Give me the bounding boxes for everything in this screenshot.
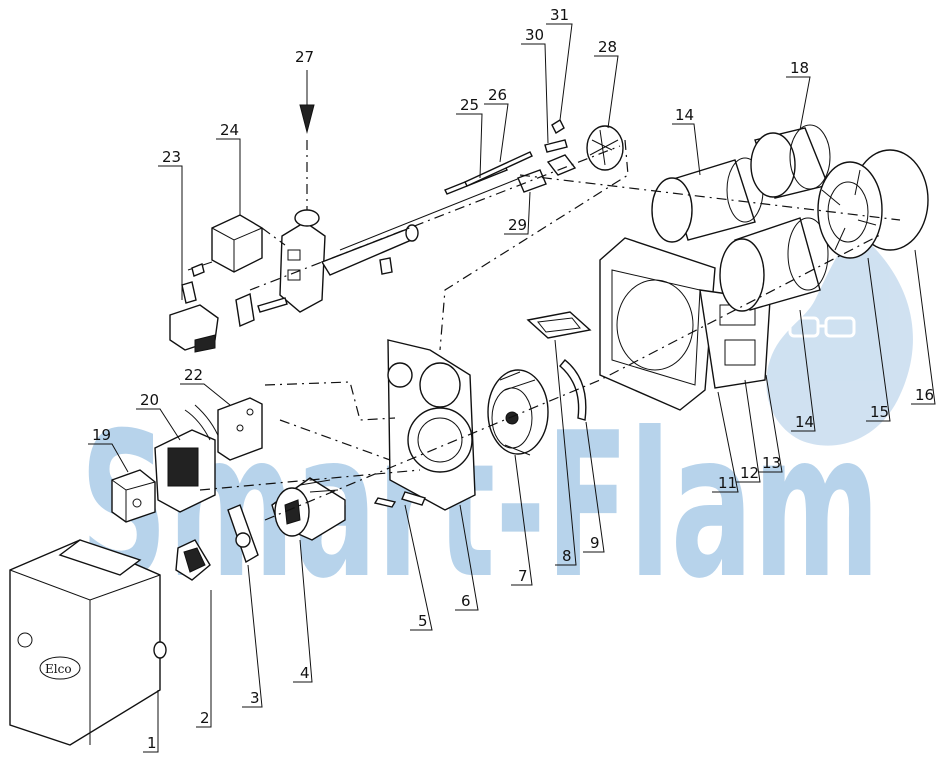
part-3-coupling [227,504,259,564]
label-29: 29 [508,216,527,234]
label-14-lower: 14 [795,413,814,431]
label-20: 20 [140,391,159,409]
label-27: 27 [295,48,314,66]
part-18-ring [750,124,831,199]
part-22-bracket [217,397,263,461]
part-25-26-electrodes [444,151,533,195]
part-19-box [111,469,156,523]
part-nozzle-line [279,177,521,313]
label-7: 7 [518,567,528,585]
callout-labels: 1 2 3 4 5 6 7 8 9 11 12 13 14 14 15 16 1… [88,6,936,753]
part-2-bracket [175,539,211,581]
label-3: 3 [250,689,260,707]
label-6: 6 [461,592,471,610]
part-6-baseplate [387,339,476,511]
part-5-pins [373,491,426,508]
label-11: 11 [718,474,737,492]
label-9: 9 [590,534,600,552]
label-19: 19 [92,426,111,444]
part-8-plate [526,311,592,339]
watermark-text: Smart-Flam [80,390,880,623]
label-15: 15 [870,403,889,421]
label-18: 18 [790,59,809,77]
part-4-motor [271,477,346,541]
label-1: 1 [147,734,157,752]
label-16: 16 [915,386,934,404]
flame-glasses-icon [766,230,913,446]
label-5: 5 [418,612,428,630]
label-8: 8 [562,547,572,565]
part-24-ignition [187,214,263,277]
part-14-tube-upper [651,157,764,243]
part-27-inlet-arrow [299,70,315,134]
label-14-upper: 14 [675,106,694,124]
part-28-diffuser [586,125,624,171]
label-31: 31 [550,6,569,24]
label-4: 4 [300,664,310,682]
part-9-flap [559,359,587,421]
part-housing [599,237,771,411]
part-23-connector [169,281,219,353]
label-25: 25 [460,96,479,114]
label-22: 22 [184,366,203,384]
label-28: 28 [598,38,617,56]
part-7-fan [487,369,549,456]
label-30: 30 [525,26,544,44]
label-12: 12 [740,464,759,482]
assembly-axis-lines [199,139,901,521]
label-23: 23 [162,148,181,166]
part-photocell [235,293,288,327]
label-24: 24 [220,121,239,139]
part-20-control [154,404,221,513]
cover-logo: Elco [45,662,72,676]
part-1-cover: Elco [9,539,167,746]
label-13: 13 [762,454,781,472]
label-26: 26 [488,86,507,104]
part-30-31-small [544,118,577,176]
label-2: 2 [200,709,210,727]
part-16-flange [817,149,929,259]
part-29-nozzle [517,169,547,193]
part-14-tube-lower [719,217,829,312]
